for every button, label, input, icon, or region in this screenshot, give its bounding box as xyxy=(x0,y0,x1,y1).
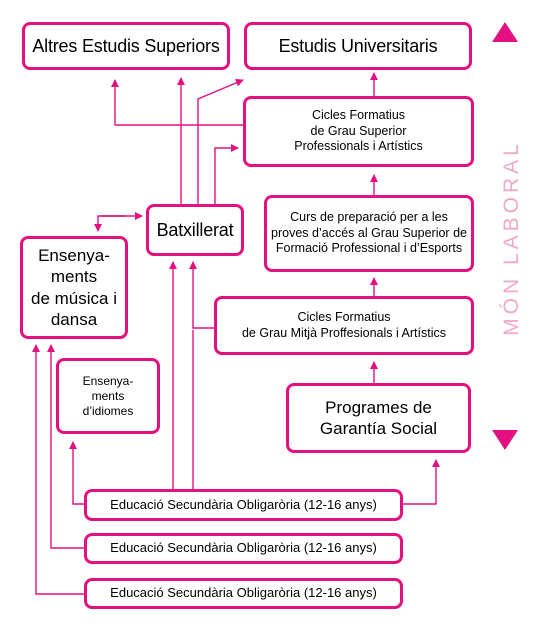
arrow-batx-to-musica xyxy=(94,215,126,232)
box-estudis-universitaris: Estudis Universitaris xyxy=(244,22,472,70)
box-eso-2: Educació Secundària Obligaròria (12-16 a… xyxy=(84,533,403,564)
arrow-eso2-to-musica xyxy=(47,344,84,549)
box-ensenyaments-musica-dansa: Ensenya- ments de música i dansa xyxy=(20,236,128,339)
mon-laboral-label-wrap: MÓN LABORAL xyxy=(492,120,532,356)
arrow-eso3-to-musica xyxy=(32,344,84,595)
box-curs-preparacio: Curs de preparació per a les proves d’ac… xyxy=(264,195,474,272)
arrow-cfgs-to-altres xyxy=(111,79,243,126)
arrow-batx-to-cfgs xyxy=(214,144,239,204)
box-garantia-social: Programes de Garantía Social xyxy=(286,383,471,453)
box-eso-1: Educació Secundària Obligaròria (12-16 a… xyxy=(84,489,403,521)
arrow-batx-to-universitaris xyxy=(197,79,244,204)
box-batxillerat: Batxillerat xyxy=(146,204,244,256)
mon-laboral-label: MÓN LABORAL xyxy=(500,140,523,336)
box-cicles-grau-mitja: Cicles Formatius de Grau Mitjà Proffesio… xyxy=(214,296,474,355)
arrow-eso1-to-idiomes xyxy=(69,441,84,505)
box-eso-3: Educació Secundària Obligaròria (12-16 a… xyxy=(84,578,403,609)
arrow-cfgm-to-batx xyxy=(189,261,215,329)
box-altres-estudis-superiors: Altres Estudis Superiors xyxy=(22,22,230,70)
triangle-down-icon xyxy=(492,430,518,450)
arrow-eso1-to-garantia xyxy=(403,459,440,505)
triangle-up-icon xyxy=(492,22,518,42)
box-cicles-grau-superior: Cicles Formatius de Grau Superior Profes… xyxy=(243,96,474,167)
box-ensenyaments-idiomes: Ensenya- ments d’idiomes xyxy=(56,358,160,434)
